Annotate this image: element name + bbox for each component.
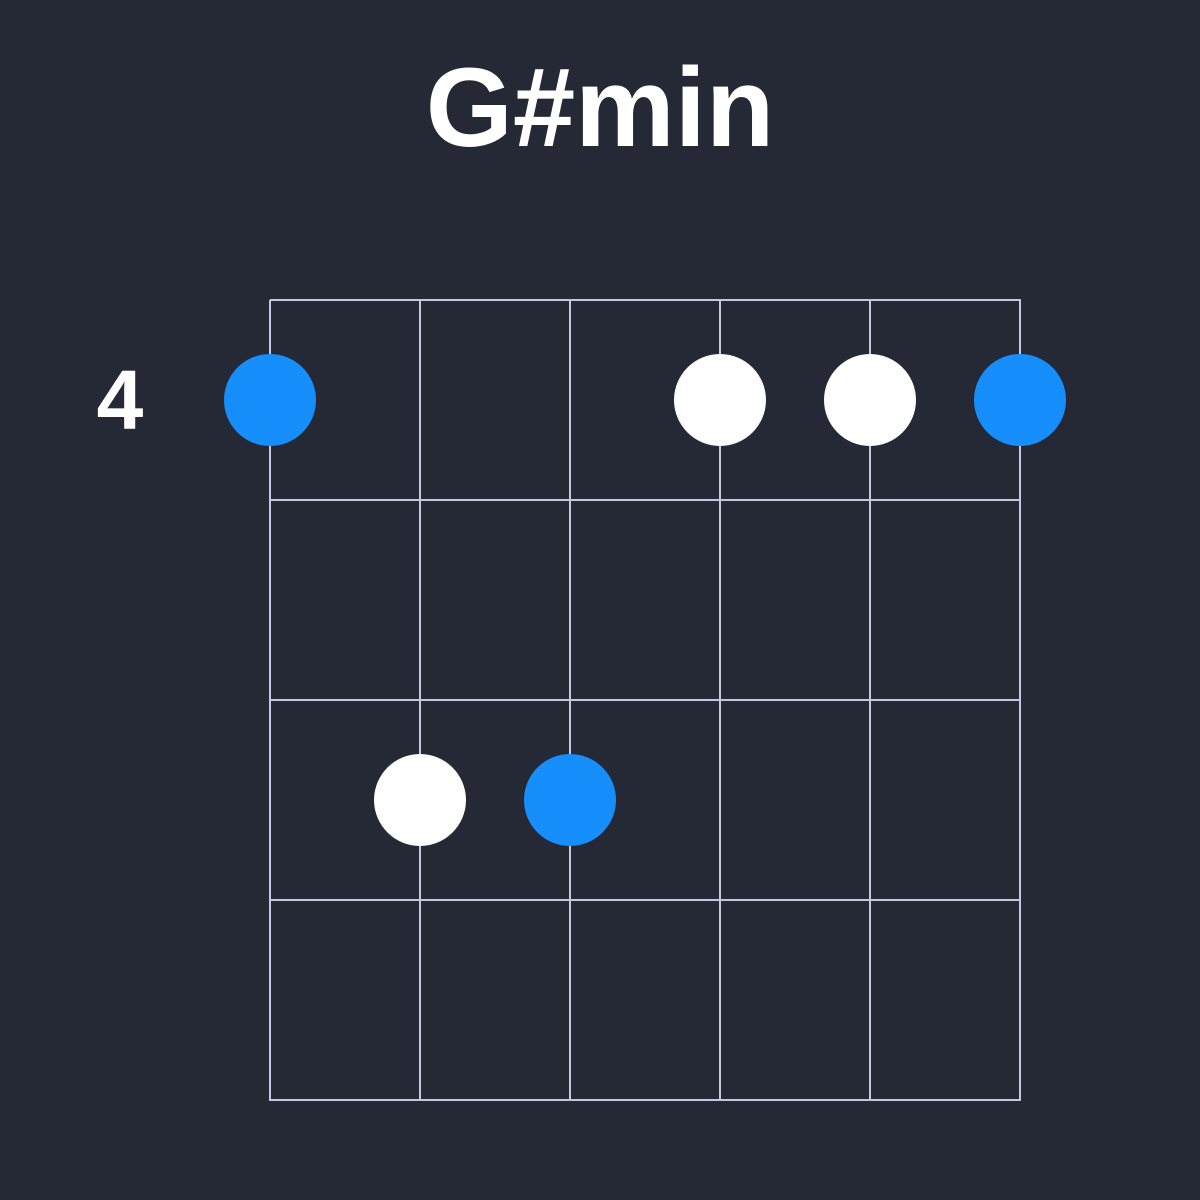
base-fret-label: 4 (96, 353, 144, 447)
fret-line (270, 699, 1021, 701)
fret-line (270, 1099, 1021, 1101)
root-note-dot (524, 754, 616, 846)
fret-line (270, 899, 1021, 901)
fret-line (270, 299, 1021, 301)
finger-dot (374, 754, 466, 846)
chord-title: G#min (425, 45, 775, 170)
fret-line (270, 499, 1021, 501)
root-note-dot (974, 354, 1066, 446)
finger-dot (674, 354, 766, 446)
finger-dot (824, 354, 916, 446)
root-note-dot (224, 354, 316, 446)
